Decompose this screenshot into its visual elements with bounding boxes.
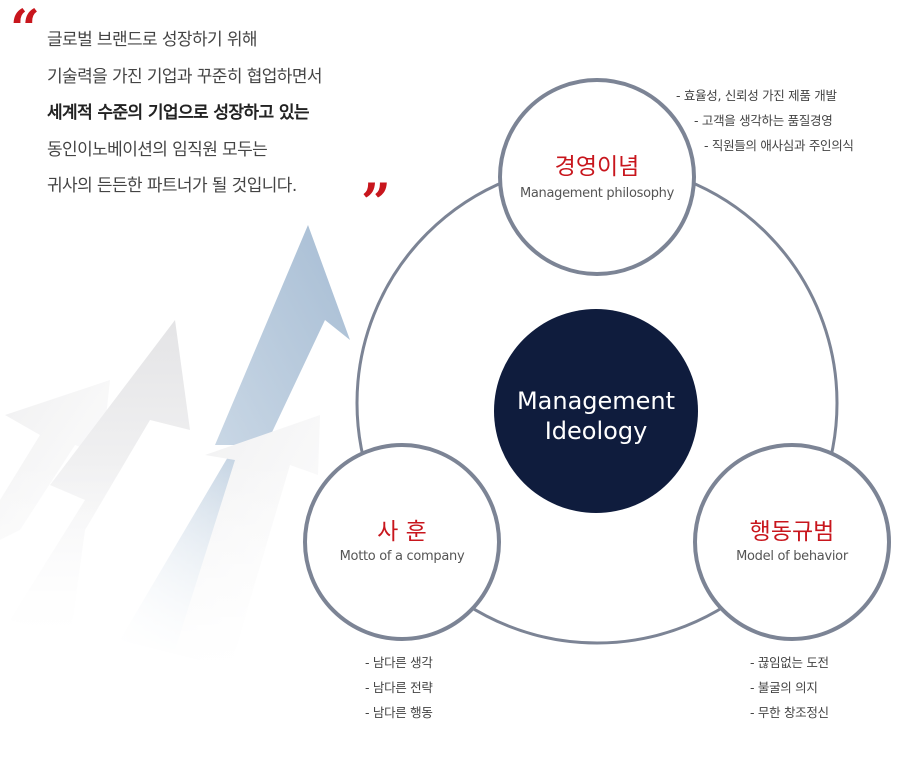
philosophy-circle bbox=[498, 78, 696, 276]
intro-line: 기술력을 가진 기업과 꾸준히 협업하면서 bbox=[47, 66, 323, 87]
behavior-bullets: - 끊임없는 도전 - 불굴의 의지 - 무한 창조정신 bbox=[750, 650, 829, 725]
philosophy-bullet: - 고객을 생각하는 품질경영 bbox=[694, 113, 833, 128]
center-label-line2: Ideology bbox=[544, 417, 648, 445]
behavior-title: 행동규범 bbox=[749, 519, 835, 545]
behavior-bullet: - 무한 창조정신 bbox=[750, 705, 829, 720]
motto-bullet: - 남다른 행동 bbox=[365, 705, 433, 720]
behavior-bullet: - 끊임없는 도전 bbox=[750, 655, 829, 670]
center-circle bbox=[494, 309, 698, 513]
motto-circle bbox=[303, 443, 501, 641]
philosophy-bullet: - 효율성, 신뢰성 가진 제품 개발 bbox=[676, 88, 837, 103]
philosophy-title: 경영이념 bbox=[554, 154, 640, 180]
behavior-subtitle: Model of behavior bbox=[736, 549, 848, 564]
philosophy-subtitle: Management philosophy bbox=[519, 186, 675, 201]
quote-close-mark: ” bbox=[361, 173, 391, 234]
behavior-bullet: - 불굴의 의지 bbox=[750, 680, 818, 695]
motto-bullets: - 남다른 생각 - 남다른 전략 - 남다른 행동 bbox=[365, 650, 433, 725]
rising-arrows-graphic bbox=[0, 200, 360, 670]
intro-line: 귀사의 든든한 파트너가 될 것입니다. bbox=[47, 176, 297, 196]
motto-bullet: - 남다른 생각 bbox=[365, 655, 433, 670]
center-label-line1: Management bbox=[516, 387, 676, 415]
motto-title: 사 훈 bbox=[377, 519, 427, 545]
behavior-circle bbox=[693, 443, 891, 641]
quote-open-mark: “ bbox=[10, 0, 40, 60]
intro-text: 글로벌 브랜드로 성장하기 위해 기술력을 가진 기업과 꾸준히 협업하면서 세… bbox=[47, 22, 407, 205]
intro-line-emphasis: 세계적 수준의 기업으로 성장하고 있는 bbox=[47, 103, 310, 123]
intro-line: 동인이노베이션의 임직원 모두는 bbox=[47, 139, 268, 160]
philosophy-bullets: - 효율성, 신뢰성 가진 제품 개발 - 고객을 생각하는 품질경영 - 직원… bbox=[676, 83, 854, 158]
intro-line: 글로벌 브랜드로 성장하기 위해 bbox=[47, 30, 258, 50]
motto-subtitle: Motto of a company bbox=[339, 549, 465, 564]
motto-bullet: - 남다른 전략 bbox=[365, 680, 433, 695]
philosophy-bullet: - 직원들의 애사심과 주인의식 bbox=[704, 138, 854, 153]
center-label: Management Ideology bbox=[494, 386, 698, 446]
